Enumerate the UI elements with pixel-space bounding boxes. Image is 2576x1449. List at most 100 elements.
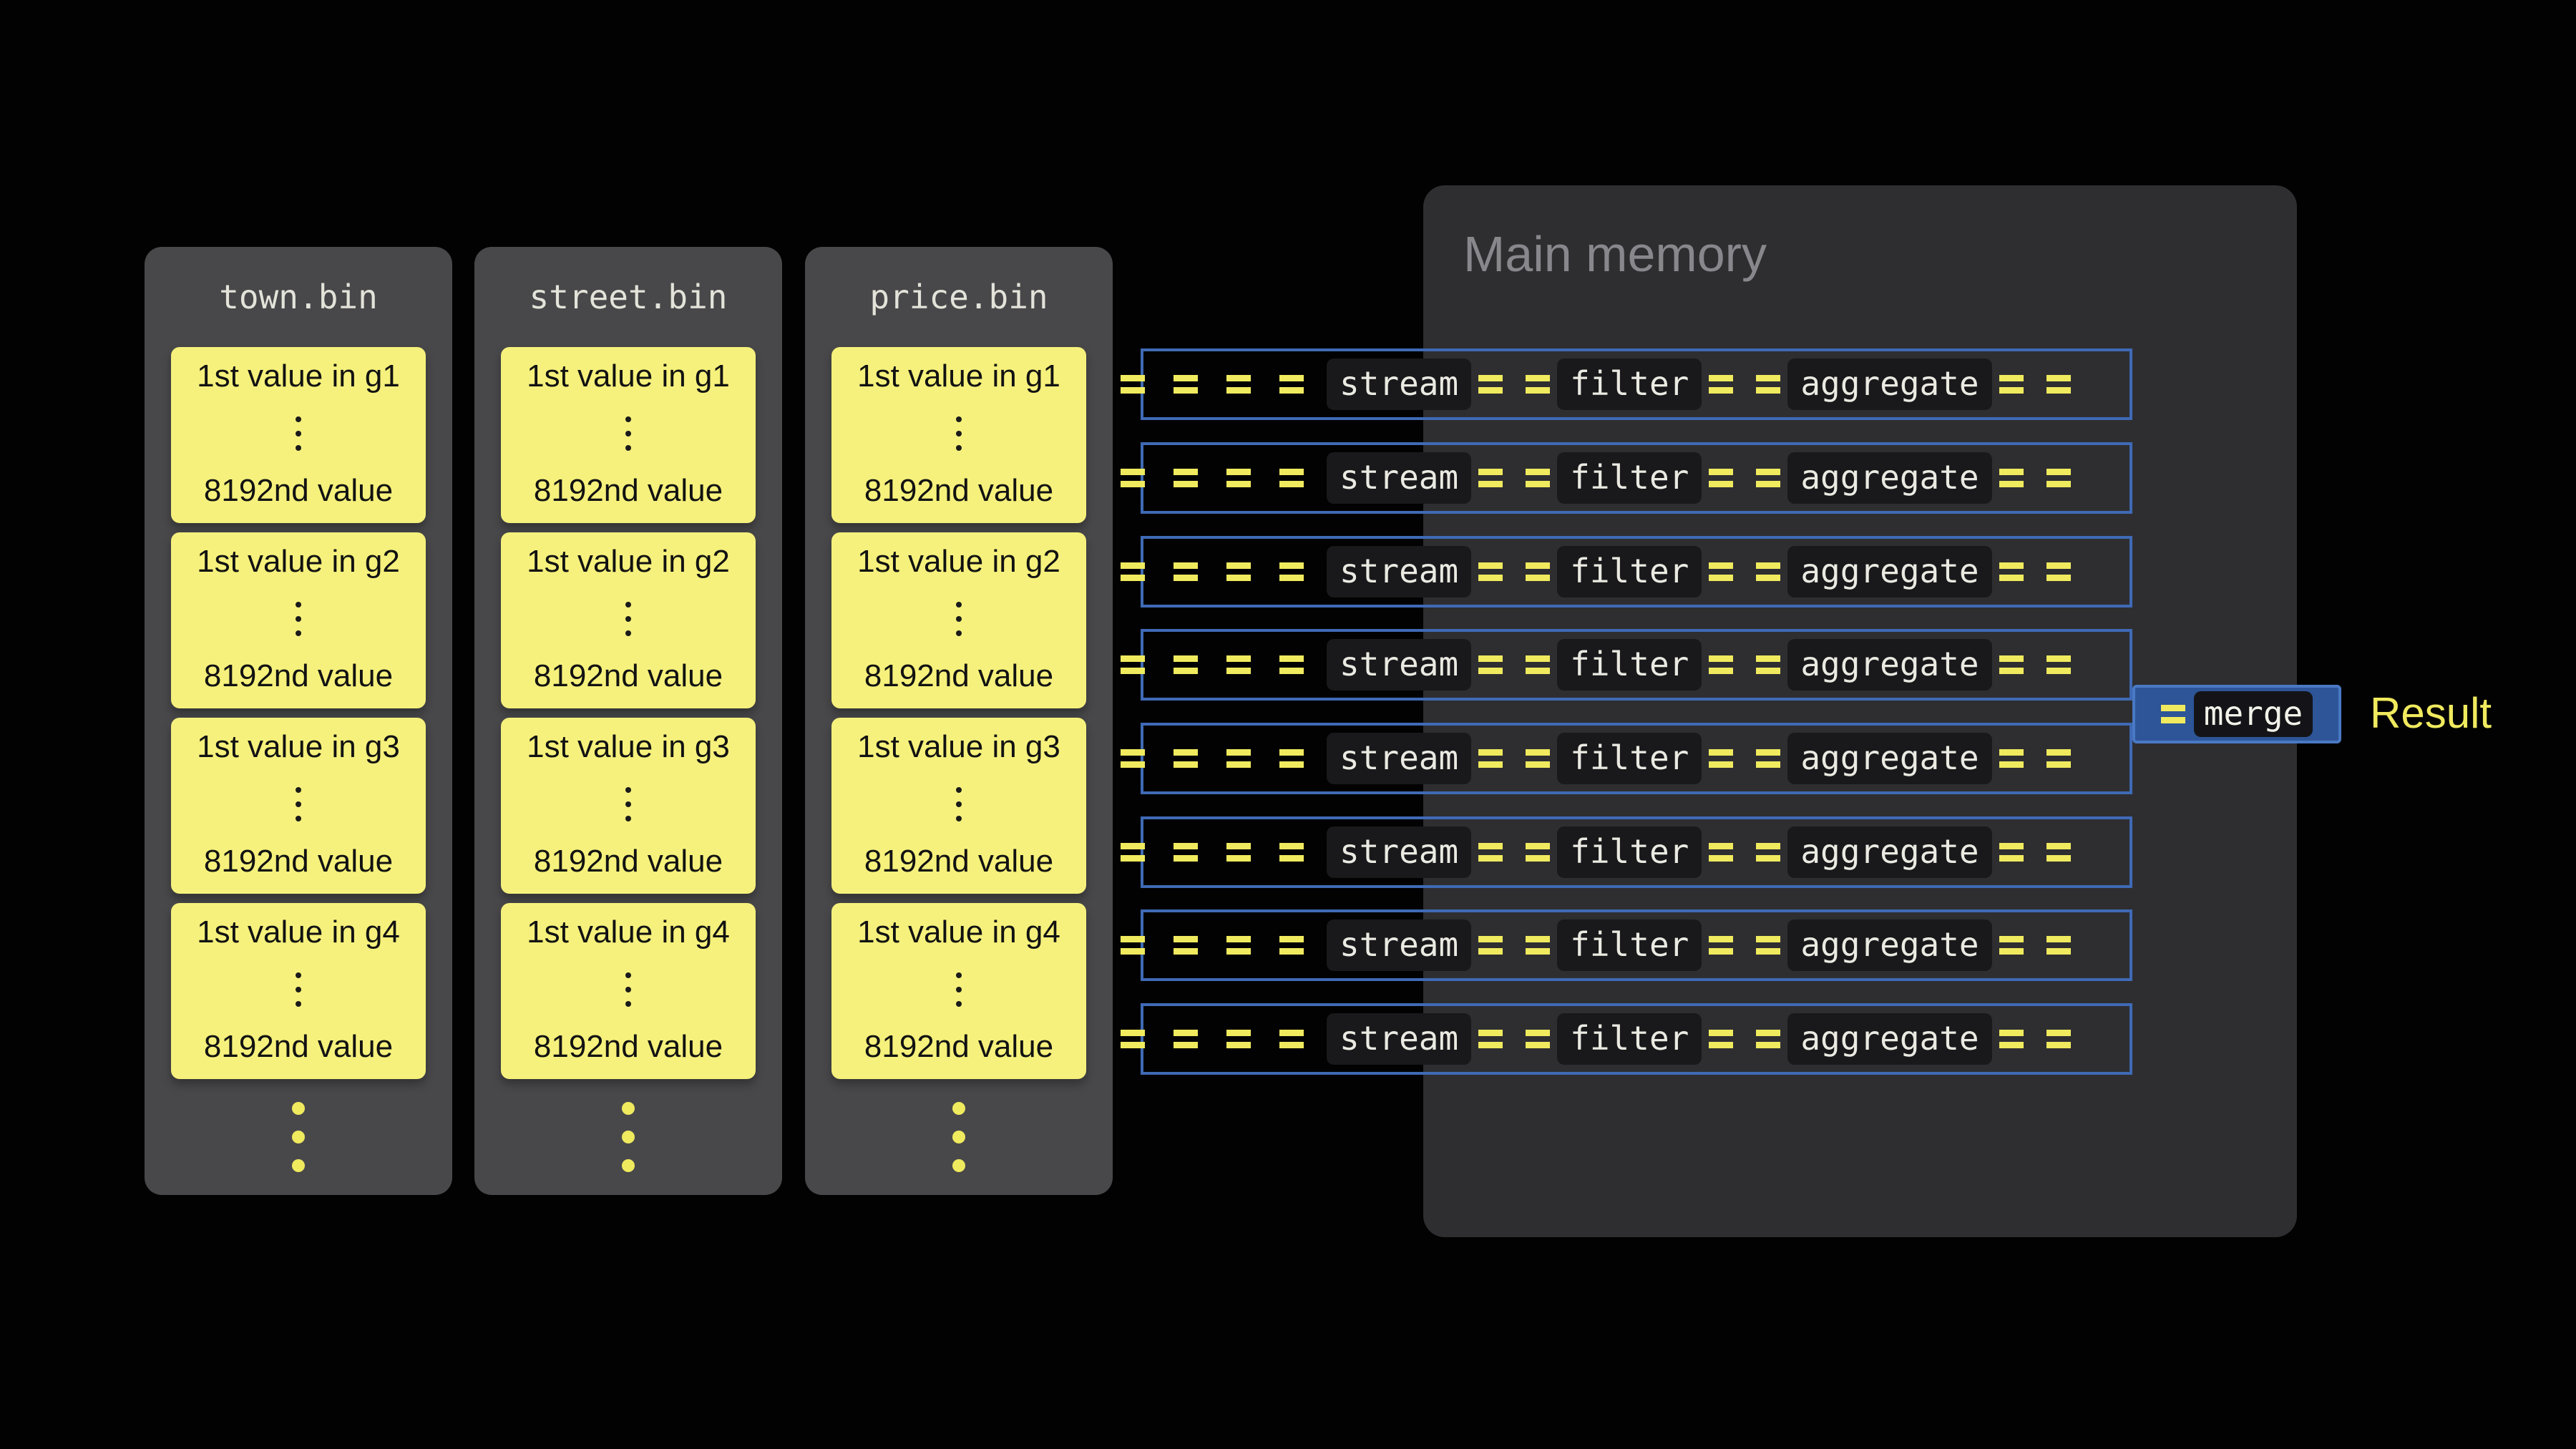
data-flow-equals-icon <box>1999 843 2024 862</box>
data-flow-equals-icon <box>1174 749 1198 768</box>
data-flow-equals-icon <box>1279 936 1304 955</box>
data-flow-equals-icon <box>2046 843 2071 862</box>
stream-stage-chip: stream <box>1327 639 1472 691</box>
vertical-ellipsis-icon <box>956 787 962 821</box>
data-flow-equals-icon <box>1756 1030 1781 1048</box>
first-value-label: 1st value in g4 <box>527 914 730 950</box>
first-value-label: 1st value in g3 <box>527 729 730 764</box>
data-flow-equals-icon <box>1279 843 1304 862</box>
stream-stage-chip: stream <box>1327 358 1472 410</box>
filter-stage-chip: filter <box>1557 919 1702 971</box>
filter-stage-chip: filter <box>1557 639 1702 691</box>
stream-stage-chip: stream <box>1327 919 1472 971</box>
vertical-ellipsis-icon <box>625 972 631 1007</box>
aggregate-stage-chip: aggregate <box>1787 546 1992 597</box>
aggregate-stage-chip: aggregate <box>1787 826 1992 878</box>
filter-stage-chip: filter <box>1557 358 1702 410</box>
data-flow-equals-icon <box>2046 562 2071 581</box>
vertical-ellipsis-icon <box>956 972 962 1007</box>
pipeline-row: stream filter aggregate <box>1121 1003 2132 1075</box>
data-flow-equals-icon <box>1756 655 1781 674</box>
data-flow-equals-icon <box>1478 936 1503 955</box>
data-flow-equals-icon <box>1226 749 1251 768</box>
last-value-label: 8192nd value <box>533 473 723 508</box>
more-groups-dots-icon <box>474 1079 782 1195</box>
first-value-label: 1st value in g4 <box>197 914 400 950</box>
file-name-label: street.bin <box>529 278 728 316</box>
data-flow-equals-icon <box>1478 655 1503 674</box>
merge-stage-chip: merge <box>2193 691 2313 737</box>
vertical-ellipsis-icon <box>296 602 301 636</box>
last-value-label: 8192nd value <box>203 658 394 693</box>
file-column-price: price.bin 1st value in g1 8192nd value 1… <box>805 247 1113 1195</box>
data-flow-equals-icon <box>1478 469 1503 487</box>
filter-stage-chip: filter <box>1557 826 1702 878</box>
first-value-label: 1st value in g1 <box>857 358 1060 394</box>
data-flow-equals-icon <box>1526 749 1551 768</box>
data-flow-equals-icon <box>1279 749 1304 768</box>
pipeline-row: stream filter aggregate <box>1121 816 2132 888</box>
data-flow-equals-icon <box>1174 655 1198 674</box>
data-flow-equals-icon <box>1121 375 1145 394</box>
vertical-ellipsis-icon <box>296 972 301 1007</box>
data-flow-equals-icon <box>1999 1030 2024 1048</box>
data-flow-equals-icon <box>1279 1030 1304 1048</box>
data-flow-equals-icon <box>1174 1030 1198 1048</box>
data-flow-equals-icon <box>1999 655 2024 674</box>
pipeline-row: stream filter aggregate <box>1121 723 2132 794</box>
value-block-g2: 1st value in g2 8192nd value <box>831 532 1086 708</box>
data-flow-equals-icon <box>1709 843 1734 862</box>
stream-stage-chip: stream <box>1327 1013 1472 1065</box>
data-flow-equals-icon <box>1756 749 1781 768</box>
pipeline-row: stream filter aggregate <box>1121 629 2132 701</box>
value-block-g1: 1st value in g1 8192nd value <box>171 347 426 523</box>
first-value-label: 1st value in g1 <box>527 358 730 394</box>
first-value-label: 1st value in g2 <box>197 544 400 579</box>
aggregate-stage-chip: aggregate <box>1787 919 1992 971</box>
vertical-ellipsis-icon <box>296 787 301 821</box>
file-column-street: street.bin 1st value in g1 8192nd value … <box>474 247 782 1195</box>
data-flow-equals-icon <box>1526 1030 1551 1048</box>
data-flow-equals-icon <box>1174 936 1198 955</box>
data-flow-equals-icon <box>1756 562 1781 581</box>
value-block-g4: 1st value in g4 8192nd value <box>501 903 756 1079</box>
data-flow-equals-icon <box>1709 1030 1734 1048</box>
data-flow-equals-icon <box>1174 843 1198 862</box>
filter-stage-chip: filter <box>1557 452 1702 504</box>
value-block-g3: 1st value in g3 8192nd value <box>501 718 756 894</box>
data-flow-equals-icon <box>2046 655 2071 674</box>
data-flow-equals-icon <box>1478 562 1503 581</box>
data-flow-equals-icon <box>1756 375 1781 394</box>
data-flow-equals-icon <box>1999 749 2024 768</box>
data-flow-equals-icon <box>1226 936 1251 955</box>
last-value-label: 8192nd value <box>533 658 723 693</box>
vertical-ellipsis-icon <box>956 416 962 451</box>
last-value-label: 8192nd value <box>203 844 394 879</box>
result-label: Result <box>2370 689 2492 737</box>
filter-stage-chip: filter <box>1557 1013 1702 1065</box>
last-value-label: 8192nd value <box>864 1029 1054 1064</box>
data-flow-equals-icon <box>1174 375 1198 394</box>
data-flow-equals-icon <box>1709 655 1734 674</box>
data-flow-equals-icon <box>1999 936 2024 955</box>
data-flow-equals-icon <box>1226 469 1251 487</box>
stream-stage-chip: stream <box>1327 452 1472 504</box>
data-flow-equals-icon <box>1756 469 1781 487</box>
data-flow-equals-icon <box>1121 749 1145 768</box>
data-flow-equals-icon <box>1478 375 1503 394</box>
pipeline-row: stream filter aggregate <box>1121 348 2132 420</box>
data-flow-equals-icon <box>1999 375 2024 394</box>
more-groups-dots-icon <box>805 1079 1113 1195</box>
data-flow-equals-icon <box>1478 1030 1503 1048</box>
last-value-label: 8192nd value <box>533 1029 723 1064</box>
data-flow-equals-icon <box>2160 705 2185 723</box>
pipeline-content: stream filter aggregate <box>1121 816 2132 888</box>
vertical-ellipsis-icon <box>625 602 631 636</box>
data-flow-equals-icon <box>1709 375 1734 394</box>
value-block-g3: 1st value in g3 8192nd value <box>171 718 426 894</box>
pipeline-content: stream filter aggregate <box>1121 909 2132 981</box>
file-name-label: price.bin <box>869 278 1048 316</box>
data-flow-equals-icon <box>1226 1030 1251 1048</box>
data-flow-equals-icon <box>1709 469 1734 487</box>
data-flow-equals-icon <box>1279 655 1304 674</box>
